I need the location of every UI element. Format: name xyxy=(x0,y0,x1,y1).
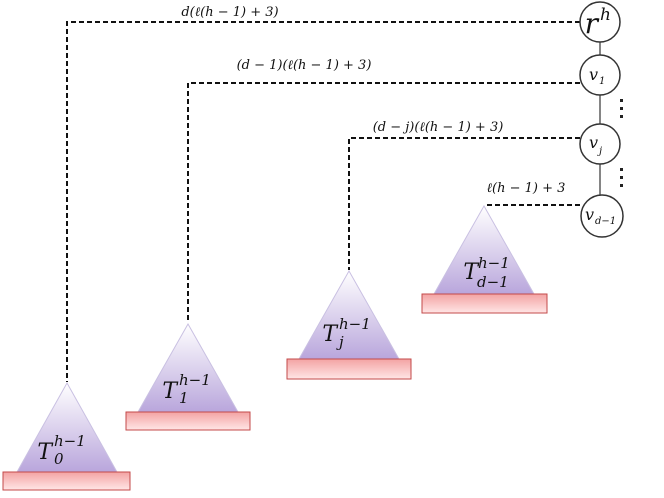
node-vd1-base: v xyxy=(585,205,594,224)
subtree-T1-sup: h−1 xyxy=(179,371,211,389)
subtree-Tj-sup: h−1 xyxy=(339,315,371,333)
subtree-Td1-base: T xyxy=(463,260,480,285)
subtree-T0: T h−1 0 xyxy=(2,381,131,491)
ellipsis-dots-upper xyxy=(620,99,623,118)
subtree-Td1: T h−1 d−1 xyxy=(421,204,548,314)
node-v1-sub: 1 xyxy=(599,76,605,87)
edge-label-vd1: ℓ(h − 1) + 3 xyxy=(487,181,566,196)
subtree-Tj-sub: j xyxy=(336,333,344,351)
node-vj: v j xyxy=(579,123,621,165)
node-vd1-sub: d−1 xyxy=(595,216,616,227)
edge-label-root: d(ℓ(h − 1) + 3) xyxy=(181,5,278,20)
subtree-T0-sub: 0 xyxy=(54,450,64,468)
dashed-edge-v1-T1 xyxy=(187,82,580,323)
subtree-T0-sup: h−1 xyxy=(54,432,86,450)
node-root-base: r xyxy=(585,7,600,40)
subtree-Tj: T h−1 j xyxy=(286,269,412,380)
subtree-T1-sub: 1 xyxy=(179,389,189,407)
subtree-T0-base: T xyxy=(37,440,54,465)
subtree-Td1-sup: h−1 xyxy=(478,254,510,272)
dashed-edge-vj-Tj xyxy=(348,137,580,270)
node-root-sup: h xyxy=(600,5,611,25)
node-vj-base: v xyxy=(589,133,598,152)
subtree-T1-base: T xyxy=(162,379,179,404)
ellipsis-dots-lower xyxy=(620,168,623,187)
subtree-Tj-base: T xyxy=(322,322,339,347)
node-v1-base: v xyxy=(589,65,598,84)
node-vj-sub: j xyxy=(597,146,602,157)
dashed-edge-root-T0 xyxy=(66,21,580,382)
subtree-Td1-sub: d−1 xyxy=(477,273,509,291)
node-v1: v 1 xyxy=(579,54,621,96)
node-root: r h xyxy=(579,1,621,43)
edge-label-v1: (d − 1)(ℓ(h − 1) + 3) xyxy=(237,58,372,73)
subtree-T1: T h−1 1 xyxy=(125,322,251,431)
edge-label-vj: (d − j)(ℓ(h − 1) + 3) xyxy=(373,120,504,135)
node-vd1: v d−1 xyxy=(580,194,624,238)
